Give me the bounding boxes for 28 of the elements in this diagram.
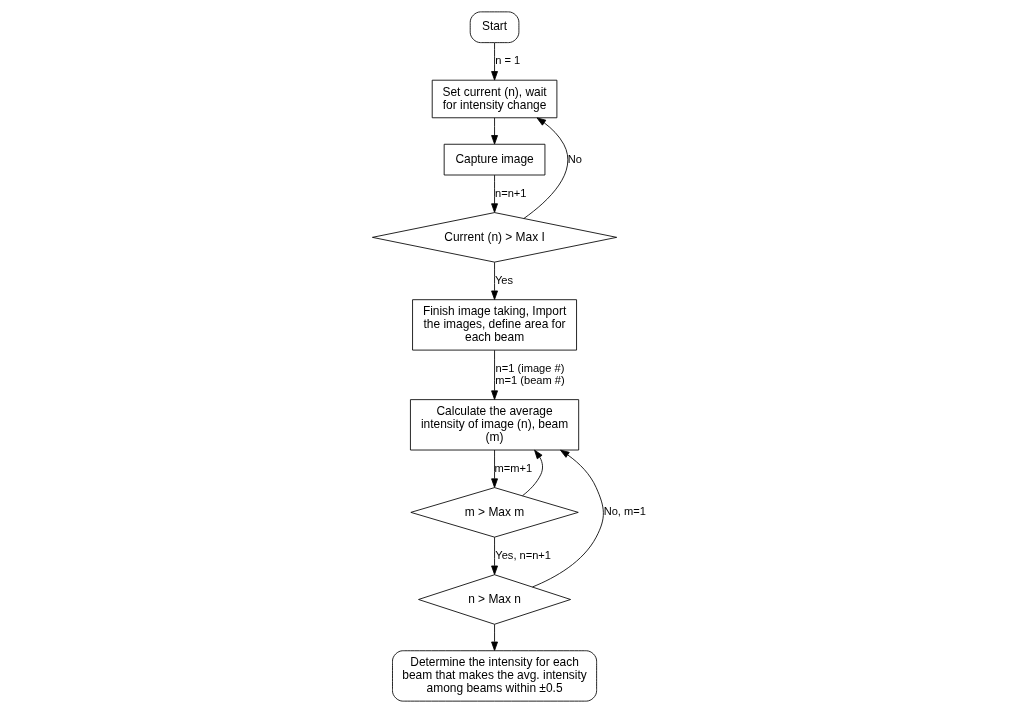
edge-label: n = 1 [494, 54, 520, 67]
arrow [490, 536, 498, 575]
arrow [490, 174, 498, 213]
node-diamond: n > Max n [417, 574, 571, 625]
arrow [490, 449, 498, 488]
edge-label: Yes, n=n+1 [494, 548, 551, 561]
edge-label: No [567, 152, 582, 165]
node-box: Determine the intensity for each beam that makes the avg. intensity among beams within ±0.5 [391, 650, 597, 702]
node-box: Finish image taking, Import the images, define area for each beam [411, 299, 577, 351]
arrow [522, 117, 568, 219]
node-box: Set current (n), wait for intensity change [431, 79, 557, 119]
arrow [490, 624, 498, 651]
node-diamond: Current (n) > Max I [371, 212, 617, 263]
arrow [490, 42, 498, 81]
arrow [490, 261, 498, 300]
arrow [490, 117, 498, 145]
node-box: Capture image [443, 143, 545, 176]
edge-label: m=m+1 [494, 461, 532, 474]
edge-label: n=n+1 [494, 186, 527, 199]
arrow [490, 349, 498, 400]
arrow [521, 449, 543, 497]
edge-label: No, m=1 [603, 505, 646, 518]
edge-label: n=1 (image #) m=1 (beam #) [494, 361, 565, 386]
arrow [531, 449, 604, 588]
node-box: Calculate the average intensity of image (n), beam (m) [409, 399, 579, 451]
node-box: Start [469, 11, 519, 44]
edge-label: Yes [494, 273, 513, 286]
node-diamond: m > Max m [409, 487, 579, 538]
